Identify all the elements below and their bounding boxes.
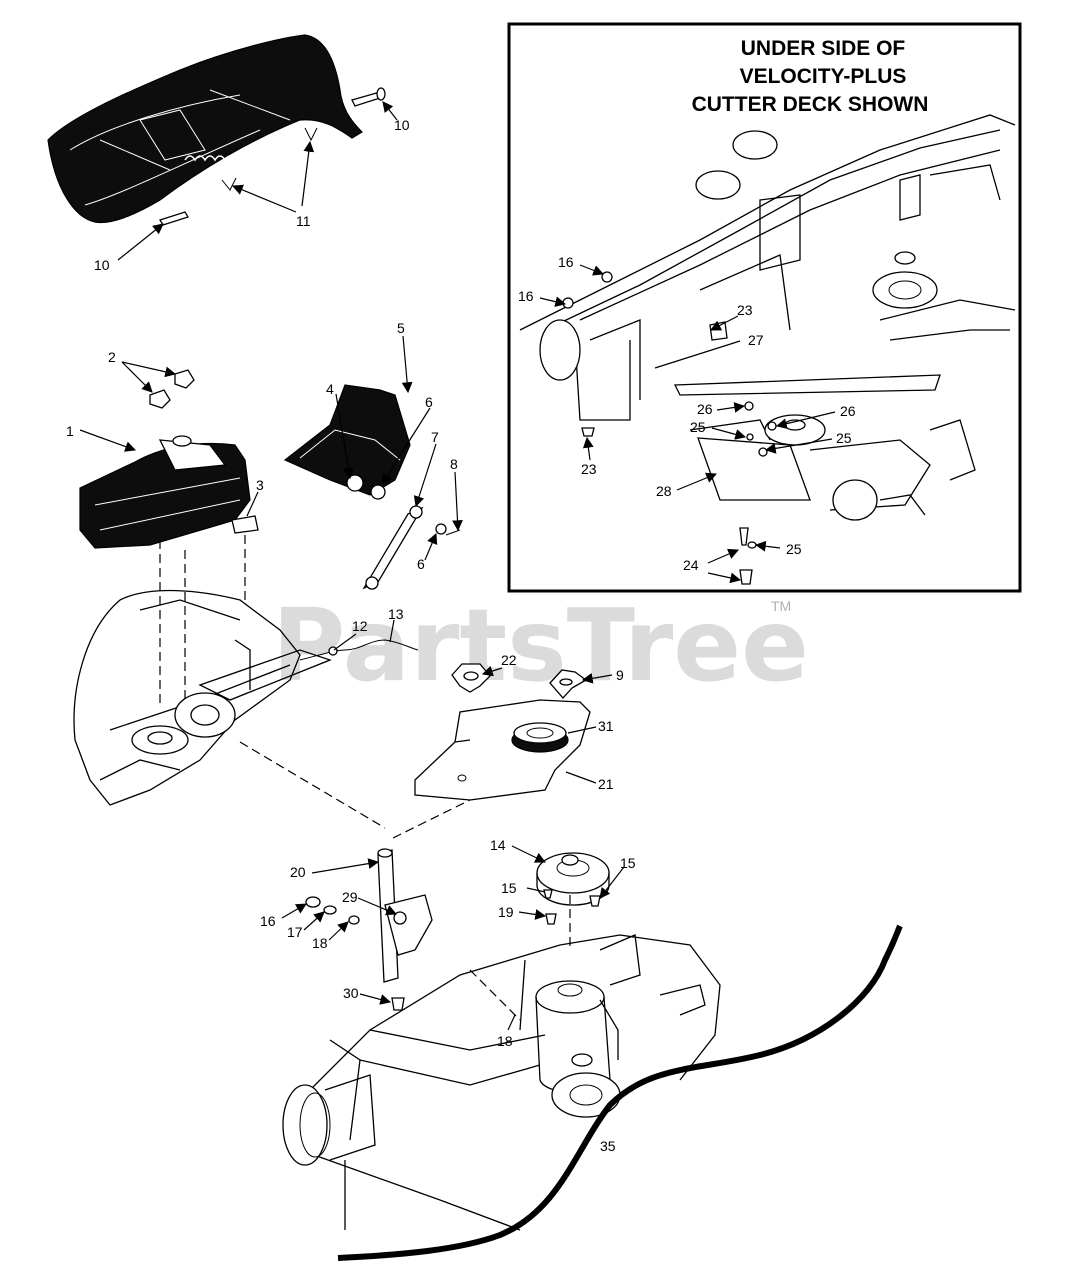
idler-arm-spring [362,505,461,590]
callout-7: 7 [431,429,439,445]
inset-panel: UNDER SIDE OF VELOCITY-PLUS CUTTER DECK … [507,22,1022,593]
callout-14: 14 [490,837,506,853]
assembly-lines [159,535,571,1021]
callout-31: 31 [598,718,614,734]
watermark-trademark: TM [771,598,791,614]
deflector-chute [47,34,363,224]
callout-15b: 15 [620,855,636,871]
callout-4: 4 [326,381,334,397]
hairpin-clips [221,127,318,191]
callout-16b: 16 [558,254,574,270]
callout-1: 1 [66,423,74,439]
callout-16c: 16 [518,288,534,304]
callout-9: 9 [616,667,624,683]
callout-25a: 25 [690,419,706,435]
knob-left [451,663,491,693]
callout-5: 5 [397,320,405,336]
callout-28: 28 [656,483,672,499]
callout-23a: 23 [737,302,753,318]
callout-12: 12 [352,618,368,634]
callout-21: 21 [598,776,614,792]
leader-lines [79,101,836,1031]
callout-numbers: 1 2 3 4 5 6 6 7 8 9 10 10 11 12 13 14 15… [66,117,856,1154]
wing-nuts [149,369,195,409]
callout-6a: 6 [425,394,433,410]
callout-3: 3 [256,477,264,493]
callout-8: 8 [450,456,458,472]
callout-17: 17 [287,924,303,940]
callout-24: 24 [683,557,699,573]
callout-26b: 26 [840,403,856,419]
belt-cover [79,435,251,549]
callout-29: 29 [342,889,358,905]
watermark-text: PartsTree [272,587,809,704]
main-deck [299,934,721,1231]
callout-2: 2 [108,349,116,365]
callout-10a: 10 [394,117,410,133]
inset-border [507,22,1022,593]
small-bolts [543,889,601,925]
callout-35: 35 [600,1138,616,1154]
callout-11: 11 [296,213,311,229]
callout-16a: 16 [260,913,276,929]
callout-22: 22 [501,652,517,668]
idler-bracket [283,384,411,500]
callout-20: 20 [290,864,306,880]
callout-30: 30 [343,985,359,1001]
callout-27: 27 [748,332,764,348]
callout-23b: 23 [581,461,597,477]
inset-title-line3: CUTTER DECK SHOWN [692,93,929,116]
caster-wheel [282,1074,376,1166]
callout-25b: 25 [836,430,852,446]
drive-belt [337,924,903,1261]
watermark: PartsTree TM [272,587,809,704]
belt-shield [414,699,591,801]
hinge-pin-left [159,211,189,226]
small-plate [231,515,259,534]
callout-18b: 18 [497,1033,513,1049]
callout-15a: 15 [501,880,517,896]
callout-18a: 18 [312,935,328,951]
inset-title-line1: UNDER SIDE OF [741,37,906,60]
callout-13: 13 [388,606,404,622]
inset-title-line2: VELOCITY-PLUS [740,65,907,88]
inset-deck-drawing [519,114,1016,585]
callout-25c: 25 [786,541,802,557]
callout-6b: 6 [417,556,425,572]
spindle-assembly [535,980,621,1118]
callout-26a: 26 [697,401,713,417]
callout-19: 19 [498,904,514,920]
deck-housing-left [73,589,332,806]
hinge-pin-right [351,87,386,107]
callout-10b: 10 [94,257,110,273]
